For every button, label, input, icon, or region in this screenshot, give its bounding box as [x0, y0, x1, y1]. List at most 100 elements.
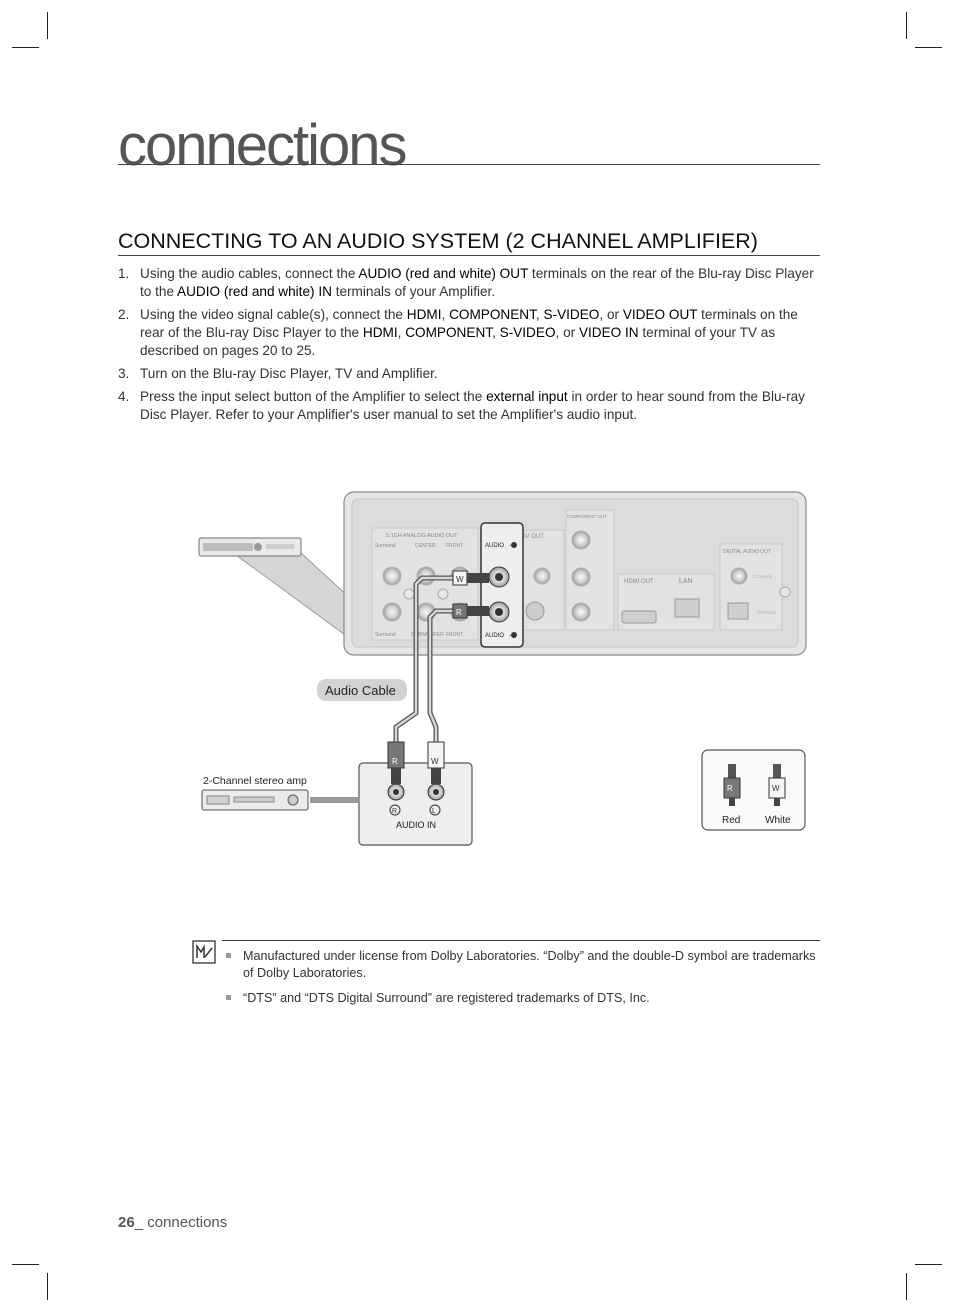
- step-text: in order to hear sound from the Blu-ray …: [140, 389, 805, 422]
- note-rule: [222, 940, 820, 941]
- step-text: , or: [555, 325, 579, 340]
- step-number: 3.: [118, 366, 130, 381]
- legend-white-plug: W: [768, 764, 786, 806]
- legend-red-label: Red: [722, 815, 740, 826]
- crop-mark: [906, 12, 907, 39]
- step-text: Turn on the Blu-ray Disc Player, TV and …: [140, 366, 438, 381]
- step-emphasis: COMPONENT: [449, 307, 536, 322]
- note-text: Manufactured under license from Dolby La…: [243, 949, 816, 980]
- step-number: 2.: [118, 307, 130, 322]
- diagram-text: L: [432, 808, 436, 815]
- diagram-text: W: [772, 784, 780, 793]
- step-text: ,: [535, 307, 544, 322]
- step-text: ,: [441, 307, 450, 322]
- step-emphasis: S-VIDEO: [499, 325, 556, 340]
- svg-text:-: -: [509, 543, 511, 549]
- label-center: CENTER: [415, 543, 436, 549]
- amp-label: 2-Channel stereo amp: [203, 775, 307, 787]
- step-item: 3. Turn on the Blu-ray Disc Player, TV an…: [118, 365, 820, 383]
- crop-mark: [915, 1264, 942, 1265]
- label-hdmi-out: HDMI OUT: [624, 579, 654, 585]
- note-list: Manufactured under license from Dolby La…: [226, 948, 816, 1015]
- label-audio-l: AUDIO: [485, 543, 504, 549]
- step-text: Using the video signal cable(s), connect…: [140, 307, 407, 322]
- audio-in-label: AUDIO IN: [396, 820, 436, 830]
- audio-cable: [393, 575, 469, 745]
- step-text: ,: [397, 325, 406, 340]
- note-item: Manufactured under license from Dolby La…: [226, 948, 816, 982]
- page-number: 26: [118, 1214, 135, 1231]
- crop-mark: [12, 47, 39, 48]
- step-emphasis: COMPONENT: [405, 325, 493, 340]
- step-text: , or: [599, 307, 623, 322]
- section-rule: [118, 255, 820, 256]
- step-emphasis: S-VIDEO: [543, 307, 600, 322]
- chapter-title: connections: [118, 113, 408, 178]
- diagram-text: R: [727, 784, 733, 793]
- label-lan: LAN: [679, 578, 693, 585]
- note-text: “DTS” and “DTS Digital Surround” are reg…: [243, 991, 650, 1005]
- diagram-text: R: [392, 757, 398, 766]
- callout-wedge: [234, 551, 353, 641]
- footer-label: _ connections: [134, 1214, 228, 1231]
- step-item: 4. Press the input select button of the A…: [118, 388, 820, 424]
- diagram-text: W: [456, 575, 464, 584]
- step-emphasis: HDMI: [362, 325, 398, 340]
- step-emphasis: AUDIO (red and white) OUT: [358, 266, 529, 281]
- legend-white-label: White: [765, 815, 791, 826]
- step-text: terminal of your TV as described on page…: [140, 325, 776, 358]
- note-item: “DTS” and “DTS Digital Surround” are reg…: [226, 990, 816, 1007]
- legend-red-plug: R: [723, 764, 741, 806]
- instruction-steps: 1. Using the audio cables, connect the AU…: [118, 265, 820, 429]
- label-component-out: COMPONENT OUT: [567, 514, 607, 519]
- plug-red: R: [452, 603, 489, 619]
- step-text: terminals on the rear of the Blu-ray Dis…: [140, 266, 814, 299]
- step-text: Using the audio cables, connect the: [140, 266, 359, 281]
- step-text: Press the input select button of the Amp…: [140, 389, 487, 404]
- svg-text:-: -: [509, 633, 511, 639]
- step-text: ,: [492, 325, 500, 340]
- crop-mark: [915, 47, 942, 48]
- step-emphasis: VIDEO IN: [578, 325, 639, 340]
- step-emphasis: AUDIO (red and white) IN: [177, 284, 332, 299]
- label-surround-r: Surround: [375, 632, 396, 638]
- page-footer: 26_ connections: [118, 1214, 227, 1231]
- crop-mark: [47, 12, 48, 39]
- step-number: 1.: [118, 266, 130, 281]
- label-digital-audio-out: DIGITAL AUDIO OUT: [723, 549, 771, 555]
- bluray-player-icon: [198, 537, 302, 557]
- step-text: terminals of your Amplifier.: [331, 284, 496, 299]
- step-text: terminals on the rear of the Blu-ray Dis…: [140, 307, 798, 340]
- crop-mark: [906, 1273, 907, 1300]
- amplifier-icon: [201, 789, 309, 811]
- diagram-text: R: [456, 608, 462, 617]
- amp-input-jacks: R L: [387, 783, 445, 816]
- step-item: 1. Using the audio cables, connect the AU…: [118, 265, 820, 301]
- crop-mark: [47, 1273, 48, 1300]
- step-emphasis: external input: [486, 389, 568, 404]
- square-bullet-icon: [226, 953, 231, 958]
- section-title: CONNECTING TO AN AUDIO SYSTEM (2 CHANNEL…: [118, 229, 758, 253]
- label-front-l: FRONT: [446, 543, 463, 549]
- audio-out-jacks: [488, 566, 510, 623]
- step-number: 4.: [118, 389, 130, 404]
- audio-cable-label: Audio Cable: [325, 683, 396, 698]
- amp-rear-panel: [358, 762, 473, 846]
- note-pencil-icon: [192, 940, 216, 964]
- label-audio-r: AUDIO: [485, 633, 504, 639]
- square-bullet-icon: [226, 995, 231, 1000]
- label-coaxial: COAXIAL: [753, 574, 773, 579]
- amp-plugs: R W: [387, 741, 445, 784]
- label-analog-out: 5.1CH ANALOG AUDIO OUT: [386, 533, 458, 539]
- step-item: 2. Using the video signal cable(s), conne…: [118, 306, 820, 360]
- label-front-r: FRONT: [446, 632, 463, 638]
- plug-white: W: [452, 570, 489, 586]
- crop-mark: [12, 1264, 39, 1265]
- diagram-text: W: [431, 757, 439, 766]
- label-av-out: AV OUT: [522, 534, 544, 540]
- label-optical: OPTICAL: [757, 610, 777, 615]
- diagram-text: R: [392, 808, 397, 815]
- step-emphasis: VIDEO OUT: [622, 307, 698, 322]
- label-surround-l: Surround: [375, 543, 396, 549]
